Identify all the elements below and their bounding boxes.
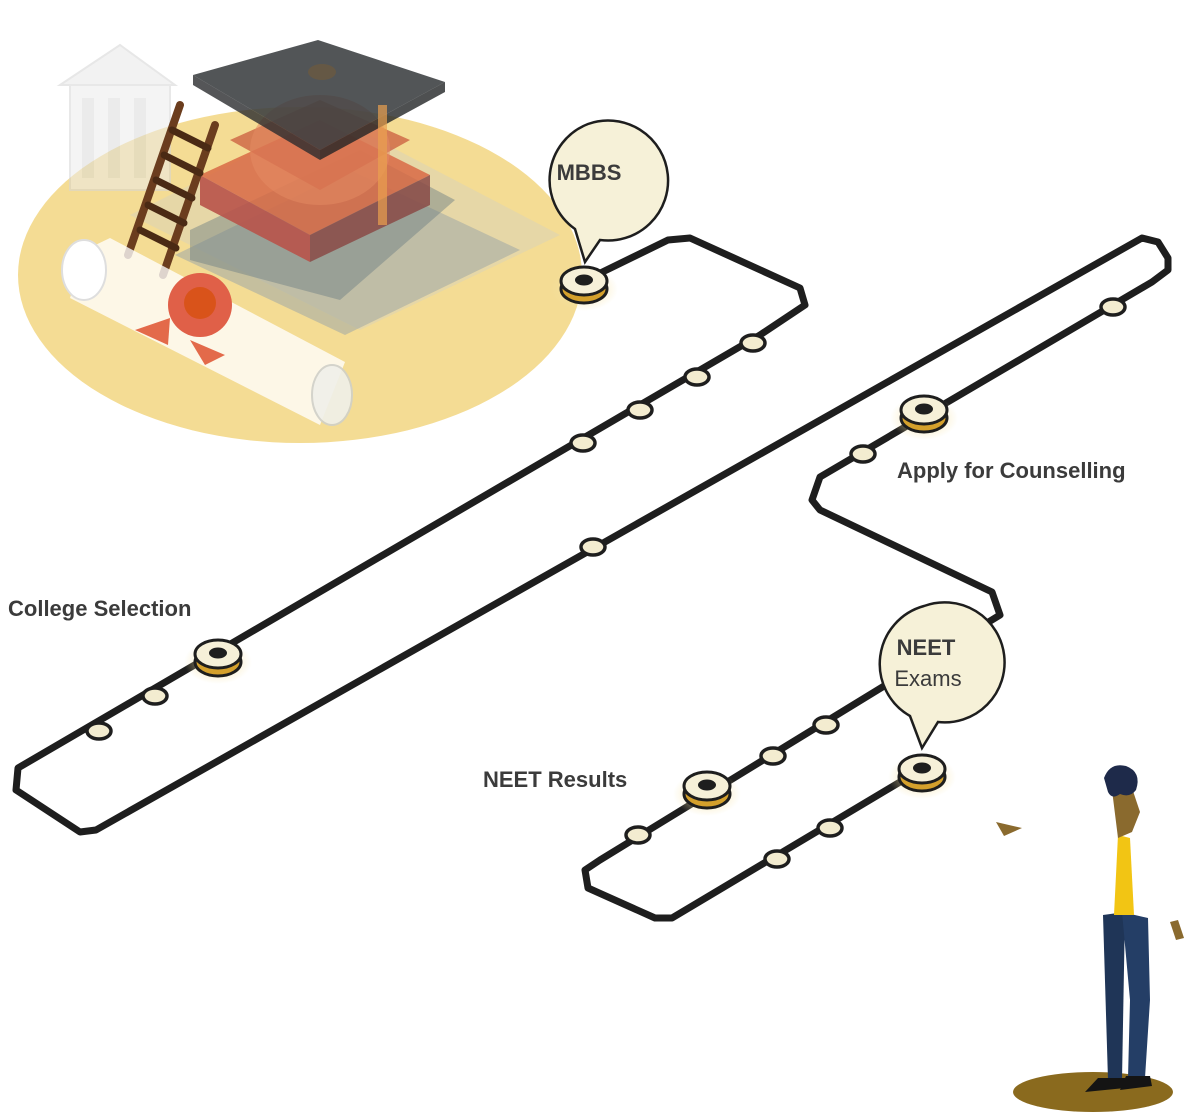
milestone-marker-college	[184, 638, 252, 684]
label-apply-for-counselling: Apply for Counselling	[897, 458, 1126, 483]
career-path-line	[12, 234, 1172, 922]
milestone-marker-counselling	[890, 394, 958, 440]
label-neet-results: NEET Results	[483, 767, 627, 792]
graduation-cap-books-diploma-icon	[18, 40, 582, 443]
bubble-mbbs: MBBS	[548, 119, 670, 265]
bubble-exams-text: Exams	[894, 666, 961, 691]
student-figure-icon	[996, 765, 1184, 1112]
bubble-neet-text: NEET	[897, 635, 956, 660]
bubble-neet-exams: NEET Exams	[878, 601, 1006, 751]
milestone-marker-results	[673, 770, 741, 816]
label-college-selection: College Selection	[8, 596, 191, 621]
milestone-marker-mbbs	[550, 265, 618, 311]
bubble-mbbs-text: MBBS	[557, 160, 622, 185]
path-step-dots	[85, 297, 1127, 869]
milestone-marker-exams	[888, 753, 956, 799]
